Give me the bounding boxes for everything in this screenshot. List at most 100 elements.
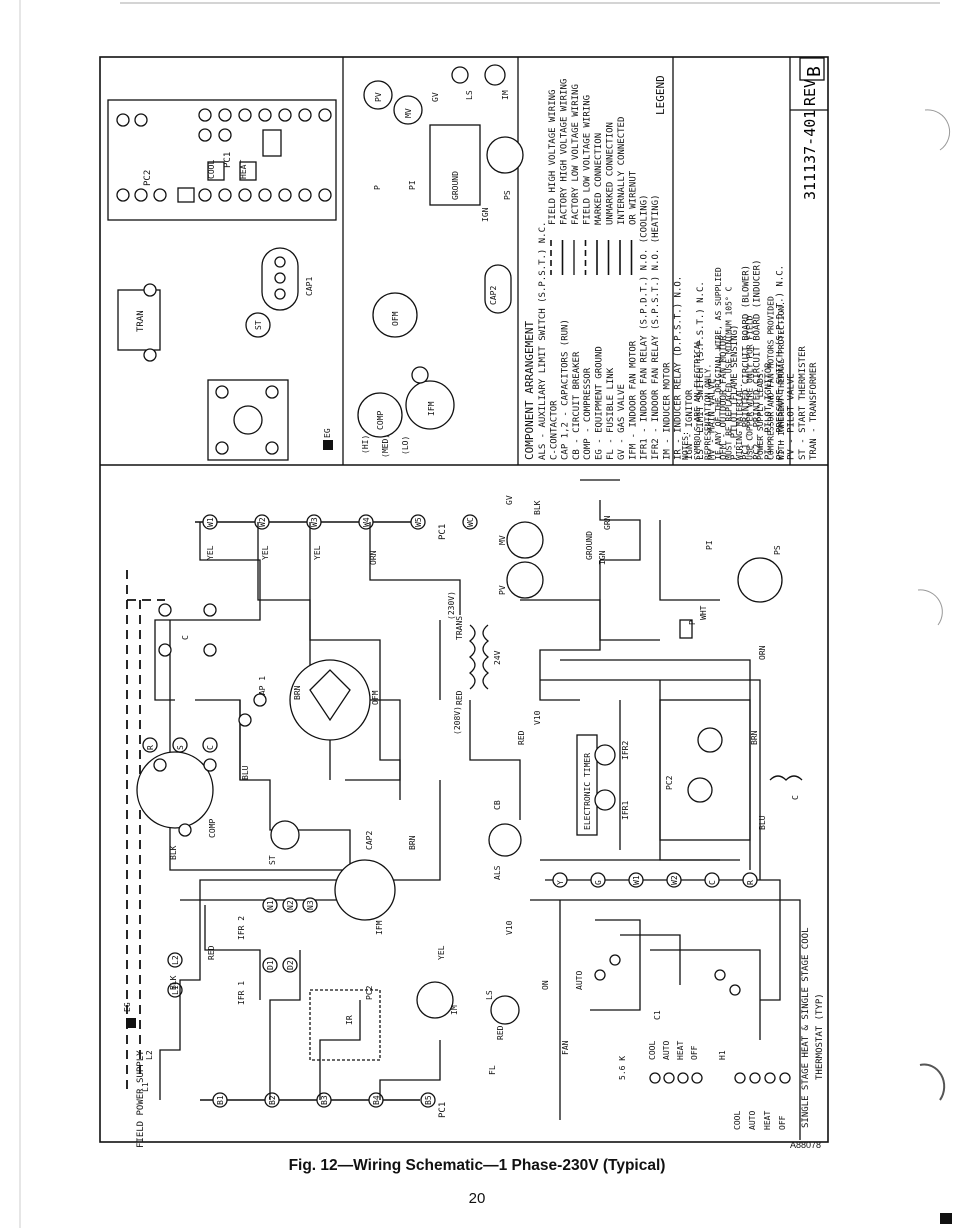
ifm-label: IFM — [375, 920, 384, 935]
abbrev-item: IM - INDUCER MOTOR — [662, 362, 672, 460]
binder-hole-mid — [917, 589, 943, 626]
abbrev-item: PC2 - PRINTED CIRCUIT BOARD (INDUCER) — [753, 260, 763, 460]
board-terminal: G — [590, 872, 606, 888]
cool-label-arr: COOL — [207, 160, 216, 179]
comp-terminal-label: R — [146, 745, 155, 750]
legend-item: INTERNALLY CONNECTED — [617, 117, 627, 225]
h1-label: H1 — [718, 1050, 727, 1060]
abbrev-item: CB - CIRCUIT BREAKER — [572, 351, 582, 460]
abbrev-item: EG - EQUIPMENT GROUND — [595, 346, 605, 460]
drawing-number: A88078 — [790, 1140, 822, 1150]
field-supply-label: FIELD POWER SUPPLY — [136, 1050, 146, 1148]
pc1-bottom-terminal: B5 — [420, 1092, 436, 1108]
abbrev-item: COMP - COMPRESSOR — [583, 367, 593, 460]
pc2-terminal: D1 — [262, 957, 278, 973]
wire-red-2: RED — [455, 690, 464, 705]
pc2-terminal-label: N2 — [286, 900, 295, 910]
wire-yel-3: YEL — [313, 545, 322, 560]
wire-grn-1: GRN — [603, 515, 612, 530]
comp-terminal-label: C — [206, 745, 215, 750]
note-line: SYMBOLS ARE AN ELECTRICAL — [693, 339, 702, 460]
legend-item: OR WIRENUT — [629, 170, 639, 225]
pc1-top-terminal-label: W1 — [206, 517, 215, 527]
pc1-bottom-terminal: B3 — [316, 1092, 332, 1108]
v10-label-2: V10 — [505, 920, 514, 935]
pc2-terminal-label: D1 — [266, 960, 275, 970]
wire-orn-2: ORN — [758, 645, 767, 660]
pv-label-arr: PV — [374, 92, 383, 102]
wire-yel-2: YEL — [261, 545, 270, 560]
ls-label-arr: LS — [465, 90, 474, 100]
cool-label: COOL — [648, 1041, 657, 1060]
ir-label: IR — [345, 1015, 354, 1025]
board-terminal-label: C — [708, 880, 717, 885]
legend-item: FACTORY LOW VOLTAGE WIRING — [571, 84, 581, 225]
pc2-terminal-label: N1 — [266, 900, 275, 910]
wire-orn-1: ORN — [369, 550, 378, 565]
im-symbol — [416, 981, 454, 1019]
mv-label-arr: MV — [404, 108, 413, 118]
cap2-label-arr: CAP2 — [489, 286, 498, 305]
ps-symbol — [737, 557, 783, 603]
note-line: USE COPPER WIRE ONLY FOR FIELD — [746, 315, 755, 460]
trans-label: TRANS — [455, 616, 464, 640]
abbrev-item: IGN - IGNITOR — [685, 389, 695, 460]
fl-label: FL — [488, 1065, 497, 1075]
abbrev-item: IFM - INDOOR FAN MOTOR — [628, 340, 638, 460]
resistor-label: 5.6 K — [618, 1056, 627, 1080]
note-line: WIRING MATERIAL. — [735, 383, 744, 460]
heat-label-arr: HEAT — [239, 160, 248, 179]
ls-symbol — [490, 995, 520, 1025]
ifr1-label: IFR 1 — [237, 981, 246, 1005]
im-label: IM — [450, 1005, 459, 1015]
board-terminal: R — [742, 872, 758, 888]
pc1-bottom-terminal: B2 — [264, 1092, 280, 1108]
wire-red-3: RED — [517, 730, 526, 745]
wire-brn-2: BRN — [408, 835, 417, 850]
eg-label: EG — [123, 1002, 132, 1012]
wire-blk-3: BLK — [533, 500, 542, 515]
pc2-terminal: N2 — [282, 897, 298, 913]
board-terminal-label: G — [594, 880, 603, 885]
ign-label-arr: IGN — [481, 207, 490, 222]
pc1-bottom-terminal: B4 — [368, 1092, 384, 1108]
lo-label: (LO) — [401, 436, 410, 455]
ps-label: PS — [773, 545, 782, 555]
field-l2-terminal-label: L2 — [171, 955, 180, 965]
pc1-top-terminal-label: W3 — [310, 517, 319, 527]
corner-mark — [940, 1213, 952, 1224]
pv-symbol — [506, 561, 544, 599]
abbrev-item: PS - PRESSURE SWITCH (S.P.D.T.) N.C. — [775, 265, 785, 460]
abbrev-item: PI - PILOT IGNITOR — [764, 362, 774, 460]
ifm-symbol — [334, 859, 396, 921]
st-label: ST — [268, 855, 277, 865]
ofm-symbol — [289, 659, 371, 741]
rev-letter: B — [804, 66, 825, 77]
pc2-terminal: N1 — [262, 897, 278, 913]
pc2-terminal-label: N3 — [306, 900, 315, 910]
pc1-top-terminal: W3 — [306, 514, 322, 530]
abbrev-item: IR - INDUCER RELAY (D.P.S.T.) N.O. — [674, 276, 684, 460]
notes-title: NOTES: — [681, 431, 690, 460]
wire-blu-2: BLU — [758, 815, 767, 830]
v230-label: (230V) — [447, 591, 456, 620]
field-l1-terminal-label: L1 — [171, 985, 180, 995]
ls-label: LS — [485, 990, 494, 1000]
pc1-bottom-terminal: B1 — [212, 1092, 228, 1108]
abbrev-item: IFR1 - INDOOR FAN RELAY (S.P.D.T.) N.O. … — [640, 194, 650, 460]
wire-brn-3: BRN — [750, 730, 759, 745]
mv-label: MV — [498, 535, 507, 545]
board-terminal-label: W2 — [670, 875, 679, 885]
ps-arr — [486, 136, 524, 174]
tran-box-arr — [117, 289, 161, 351]
v208-label: (208V) — [453, 706, 462, 735]
pc2-board-label: PC2 — [665, 775, 674, 790]
gv-label: GV — [505, 495, 514, 505]
ground-block-arr — [429, 124, 481, 206]
st-arr — [245, 312, 271, 338]
pc1-bottom-terminal-label: B3 — [320, 1095, 329, 1105]
ifr2-label: IFR 2 — [237, 916, 246, 940]
mv-symbol — [506, 521, 544, 559]
